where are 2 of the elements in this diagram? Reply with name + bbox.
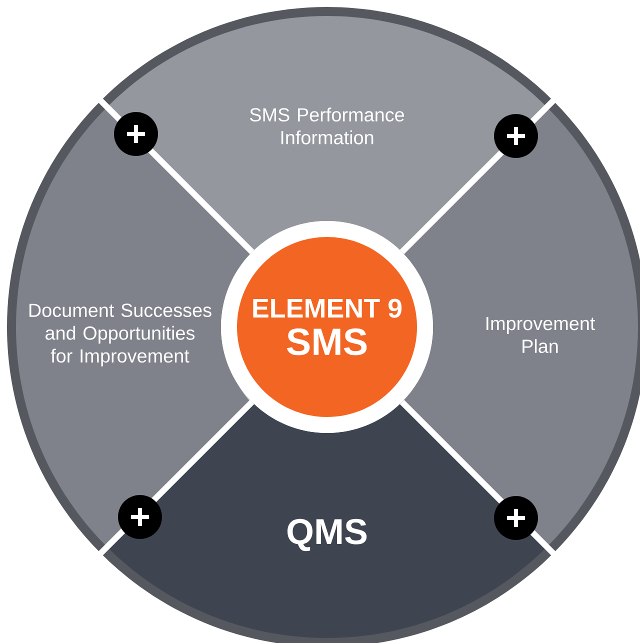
quadrant-segment: SMS Performance Information — [107, 16, 547, 252]
quadrant-segment: QMS — [107, 402, 547, 638]
